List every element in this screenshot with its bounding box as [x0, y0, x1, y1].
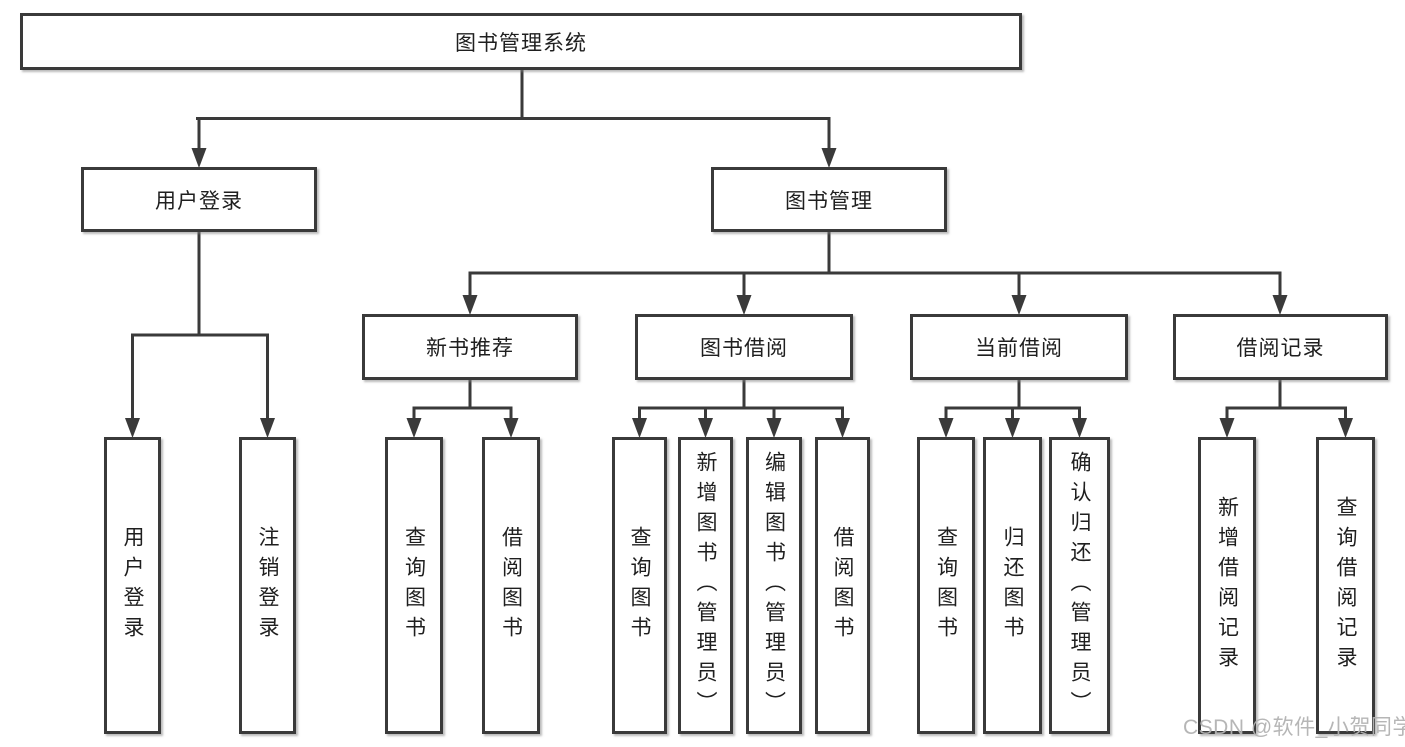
- node-book-management-label: 图书管理: [785, 189, 873, 213]
- leaf-logout-label: 注销登录: [256, 525, 279, 646]
- leaf-newbooks-borrow: 借阅图书: [482, 437, 540, 734]
- node-current-borrow: 当前借阅: [910, 314, 1128, 380]
- leaf-user-login-label: 用户登录: [121, 525, 144, 646]
- leaf-records-query: 查询借阅记录: [1316, 437, 1375, 734]
- leaf-bookborrow-add-admin-label: 新增图书（管理员）: [694, 450, 717, 721]
- leaf-logout: 注销登录: [239, 437, 296, 734]
- leaf-records-query-label: 查询借阅记录: [1334, 495, 1357, 676]
- leaf-current-return: 归还图书: [983, 437, 1042, 734]
- node-current-borrow-label: 当前借阅: [975, 337, 1063, 360]
- leaf-current-confirm-return-admin-label: 确认归还（管理员）: [1068, 450, 1091, 721]
- node-new-book-recommend-label: 新书推荐: [426, 337, 514, 360]
- leaf-current-return-label: 归还图书: [1001, 525, 1024, 646]
- leaf-current-query: 查询图书: [917, 437, 975, 734]
- node-library-system: 图书管理系统: [20, 13, 1022, 70]
- leaf-records-add: 新增借阅记录: [1198, 437, 1256, 734]
- leaf-newbooks-query-label: 查询图书: [402, 525, 426, 646]
- node-book-borrow-label: 图书借阅: [700, 337, 788, 360]
- node-user-login-label: 用户登录: [155, 189, 243, 213]
- leaf-newbooks-query: 查询图书: [385, 437, 443, 734]
- leaf-user-login: 用户登录: [104, 437, 161, 734]
- node-library-system-label: 图书管理系统: [455, 31, 587, 55]
- watermark: CSDN @软件_小贺同学: [1183, 716, 1405, 739]
- node-new-book-recommend: 新书推荐: [362, 314, 578, 380]
- node-borrow-records: 借阅记录: [1173, 314, 1388, 380]
- leaf-bookborrow-query-label: 查询图书: [628, 525, 651, 646]
- node-book-management: 图书管理: [711, 167, 947, 232]
- leaf-bookborrow-query: 查询图书: [612, 437, 667, 734]
- leaf-current-confirm-return-admin: 确认归还（管理员）: [1049, 437, 1110, 734]
- leaf-newbooks-borrow-label: 借阅图书: [499, 525, 523, 646]
- leaf-bookborrow-add-admin: 新增图书（管理员）: [678, 437, 733, 734]
- leaf-bookborrow-borrow-label: 借阅图书: [831, 525, 854, 646]
- node-book-borrow: 图书借阅: [635, 314, 853, 380]
- leaf-bookborrow-borrow: 借阅图书: [815, 437, 870, 734]
- leaf-records-add-label: 新增借阅记录: [1215, 495, 1239, 676]
- leaf-current-query-label: 查询图书: [934, 525, 958, 646]
- leaf-bookborrow-edit-admin-label: 编辑图书（管理员）: [762, 450, 786, 721]
- leaf-bookborrow-edit-admin: 编辑图书（管理员）: [746, 437, 802, 734]
- node-user-login: 用户登录: [81, 167, 317, 232]
- branch-lines: [131, 68, 1347, 420]
- node-borrow-records-label: 借阅记录: [1236, 337, 1325, 360]
